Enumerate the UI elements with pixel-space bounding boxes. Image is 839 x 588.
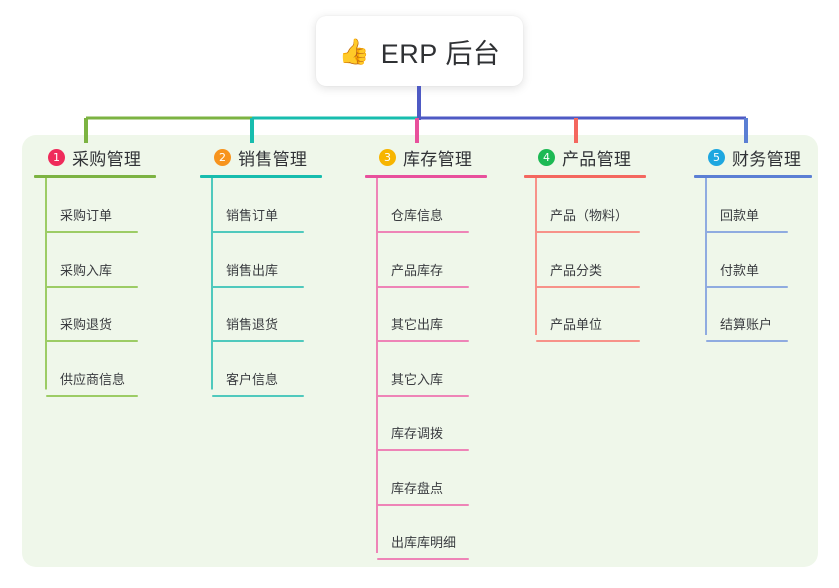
branch-title: 库存管理 — [403, 149, 473, 169]
leaf-item-underline — [377, 285, 469, 288]
branch-title: 财务管理 — [732, 149, 802, 169]
leaf-item-label: 销售出库 — [226, 262, 279, 278]
leaf-item-underline — [212, 394, 304, 397]
leaf-item-label: 出库库明细 — [391, 535, 457, 550]
leaf-item-underline — [377, 231, 469, 233]
root-node-title: ERP 后台 — [380, 38, 501, 69]
leaf-item-underline — [706, 231, 788, 233]
leaf-item[interactable]: 销售退货 — [200, 314, 304, 342]
leaf-item[interactable]: 出库库明细 — [365, 532, 469, 560]
leaf-item-underline — [536, 340, 640, 342]
leaf-item-underline — [212, 231, 304, 233]
leaf-item-label: 采购入库 — [60, 262, 113, 278]
leaf-item-label: 销售退货 — [226, 317, 279, 332]
leaf-item-underline — [377, 449, 469, 451]
branch-number-badge: 2 — [214, 148, 231, 166]
leaf-item[interactable]: 采购退货 — [34, 314, 138, 342]
leaf-item[interactable]: 产品（物料） — [524, 205, 640, 233]
leaf-item[interactable]: 库存盘点 — [365, 478, 469, 506]
leaf-item-underline — [46, 231, 138, 233]
branch-title: 销售管理 — [238, 149, 308, 169]
leaf-item[interactable]: 采购入库 — [34, 260, 138, 288]
branch-column-4: 4 产品管理产品（物料） 产品分类产品单位 — [524, 145, 684, 342]
leaf-item-label: 仓库信息 — [391, 208, 444, 223]
branch-header-1[interactable]: 1 采购管理 — [34, 145, 184, 169]
leaf-item[interactable]: 结算账户 — [694, 314, 788, 342]
leaf-item[interactable]: 付款单 — [694, 260, 788, 288]
leaf-item[interactable]: 其它出库 — [365, 314, 469, 342]
branch-header-5[interactable]: 5 财务管理 — [694, 145, 814, 169]
branch-column-1: 1 采购管理采购订单采购入库采购退货供应商信息 — [34, 145, 184, 397]
leaf-item-underline — [536, 285, 640, 288]
leaf-item-underline — [377, 558, 469, 560]
branch-number-badge: 3 — [379, 148, 396, 166]
leaf-item[interactable]: 产品单位 — [524, 314, 640, 342]
leaf-item-label: 产品分类 — [550, 262, 603, 278]
thumbs-up-icon: 👍 — [338, 37, 370, 66]
root-node-card[interactable]: 👍 ERP 后台 — [316, 16, 523, 86]
leaf-item-underline — [212, 285, 304, 288]
leaf-item[interactable]: 产品库存 — [365, 260, 469, 288]
leaf-item[interactable]: 采购订单 — [34, 205, 138, 233]
branch-header-2[interactable]: 2 销售管理 — [200, 145, 350, 169]
branch-underline — [200, 175, 322, 178]
leaf-item-label: 其它入库 — [391, 371, 444, 387]
branch-header-4[interactable]: 4 产品管理 — [524, 145, 684, 169]
leaf-item-underline — [46, 340, 138, 342]
leaf-item-label: 客户信息 — [226, 371, 279, 387]
leaf-item-label: 库存调拨 — [391, 426, 444, 441]
leaf-item-label: 产品（物料） — [550, 208, 629, 223]
leaf-item-label: 付款单 — [720, 262, 760, 278]
leaf-item-underline — [212, 340, 304, 342]
leaf-item[interactable]: 库存调拨 — [365, 423, 469, 451]
leaf-item-label: 回款单 — [720, 208, 760, 223]
branch-header-3[interactable]: 3 库存管理 — [365, 145, 515, 169]
leaf-item-underline — [377, 503, 469, 506]
root-node-content: 👍 ERP 后台 — [339, 32, 501, 71]
leaf-item-label: 产品库存 — [391, 262, 444, 278]
leaf-item-label: 其它出库 — [391, 317, 444, 332]
branch-underline — [365, 175, 487, 178]
branch-underline — [34, 175, 156, 178]
branch-number-badge: 4 — [538, 148, 555, 166]
branch-underline — [694, 175, 812, 178]
leaf-item-label: 采购订单 — [60, 208, 113, 223]
leaf-item-underline — [706, 285, 788, 288]
leaf-item-label: 库存盘点 — [391, 480, 444, 496]
leaf-item[interactable]: 销售订单 — [200, 205, 304, 233]
leaf-item-underline — [706, 340, 788, 342]
branch-number-badge: 1 — [48, 148, 65, 166]
leaf-item-label: 采购退货 — [60, 317, 113, 332]
leaf-item[interactable]: 供应商信息 — [34, 369, 138, 397]
leaf-item[interactable]: 其它入库 — [365, 369, 469, 397]
leaf-item-label: 产品单位 — [550, 317, 603, 332]
leaf-item[interactable]: 客户信息 — [200, 369, 304, 397]
branch-title: 产品管理 — [562, 149, 632, 169]
leaf-item-underline — [46, 394, 138, 397]
branch-column-2: 2 销售管理销售订单销售出库销售退货客户信息 — [200, 145, 350, 397]
leaf-item[interactable]: 回款单 — [694, 205, 788, 233]
branch-number-badge: 5 — [708, 148, 725, 166]
leaf-item[interactable]: 销售出库 — [200, 260, 304, 288]
branch-column-3: 3 库存管理仓库信息产品库存其它出库其它入库库存调拨库存盘点出库库明细 — [365, 145, 515, 560]
leaf-item-underline — [46, 285, 138, 288]
branch-title: 采购管理 — [72, 149, 142, 169]
leaf-item-underline — [377, 394, 469, 397]
branch-column-5: 5 财务管理回款单付款单结算账户 — [694, 145, 814, 342]
leaf-item-label: 供应商信息 — [60, 371, 126, 387]
branch-underline — [524, 175, 646, 178]
leaf-item[interactable]: 仓库信息 — [365, 205, 469, 233]
leaf-item[interactable]: 产品分类 — [524, 260, 640, 288]
leaf-item-underline — [536, 231, 640, 233]
leaf-item-label: 结算账户 — [720, 317, 773, 332]
leaf-item-label: 销售订单 — [226, 208, 279, 223]
branches-panel — [22, 135, 818, 567]
leaf-item-underline — [377, 340, 469, 342]
